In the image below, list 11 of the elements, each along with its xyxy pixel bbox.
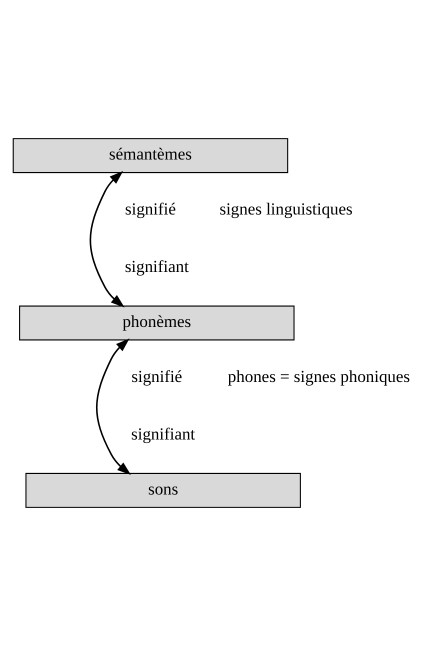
label: phones = signes phoniques <box>227 366 410 386</box>
label: signes linguistiques <box>219 199 352 218</box>
label: signifié <box>130 366 182 386</box>
arrow <box>89 170 124 307</box>
node-box: phonèmes <box>18 305 294 340</box>
node-box: sémantèmes <box>12 138 288 173</box>
label: signifiant <box>124 256 188 276</box>
arrow <box>95 338 130 474</box>
node-box: sons <box>24 472 300 508</box>
label: signifié <box>124 199 176 218</box>
label: signifiant <box>130 424 195 443</box>
